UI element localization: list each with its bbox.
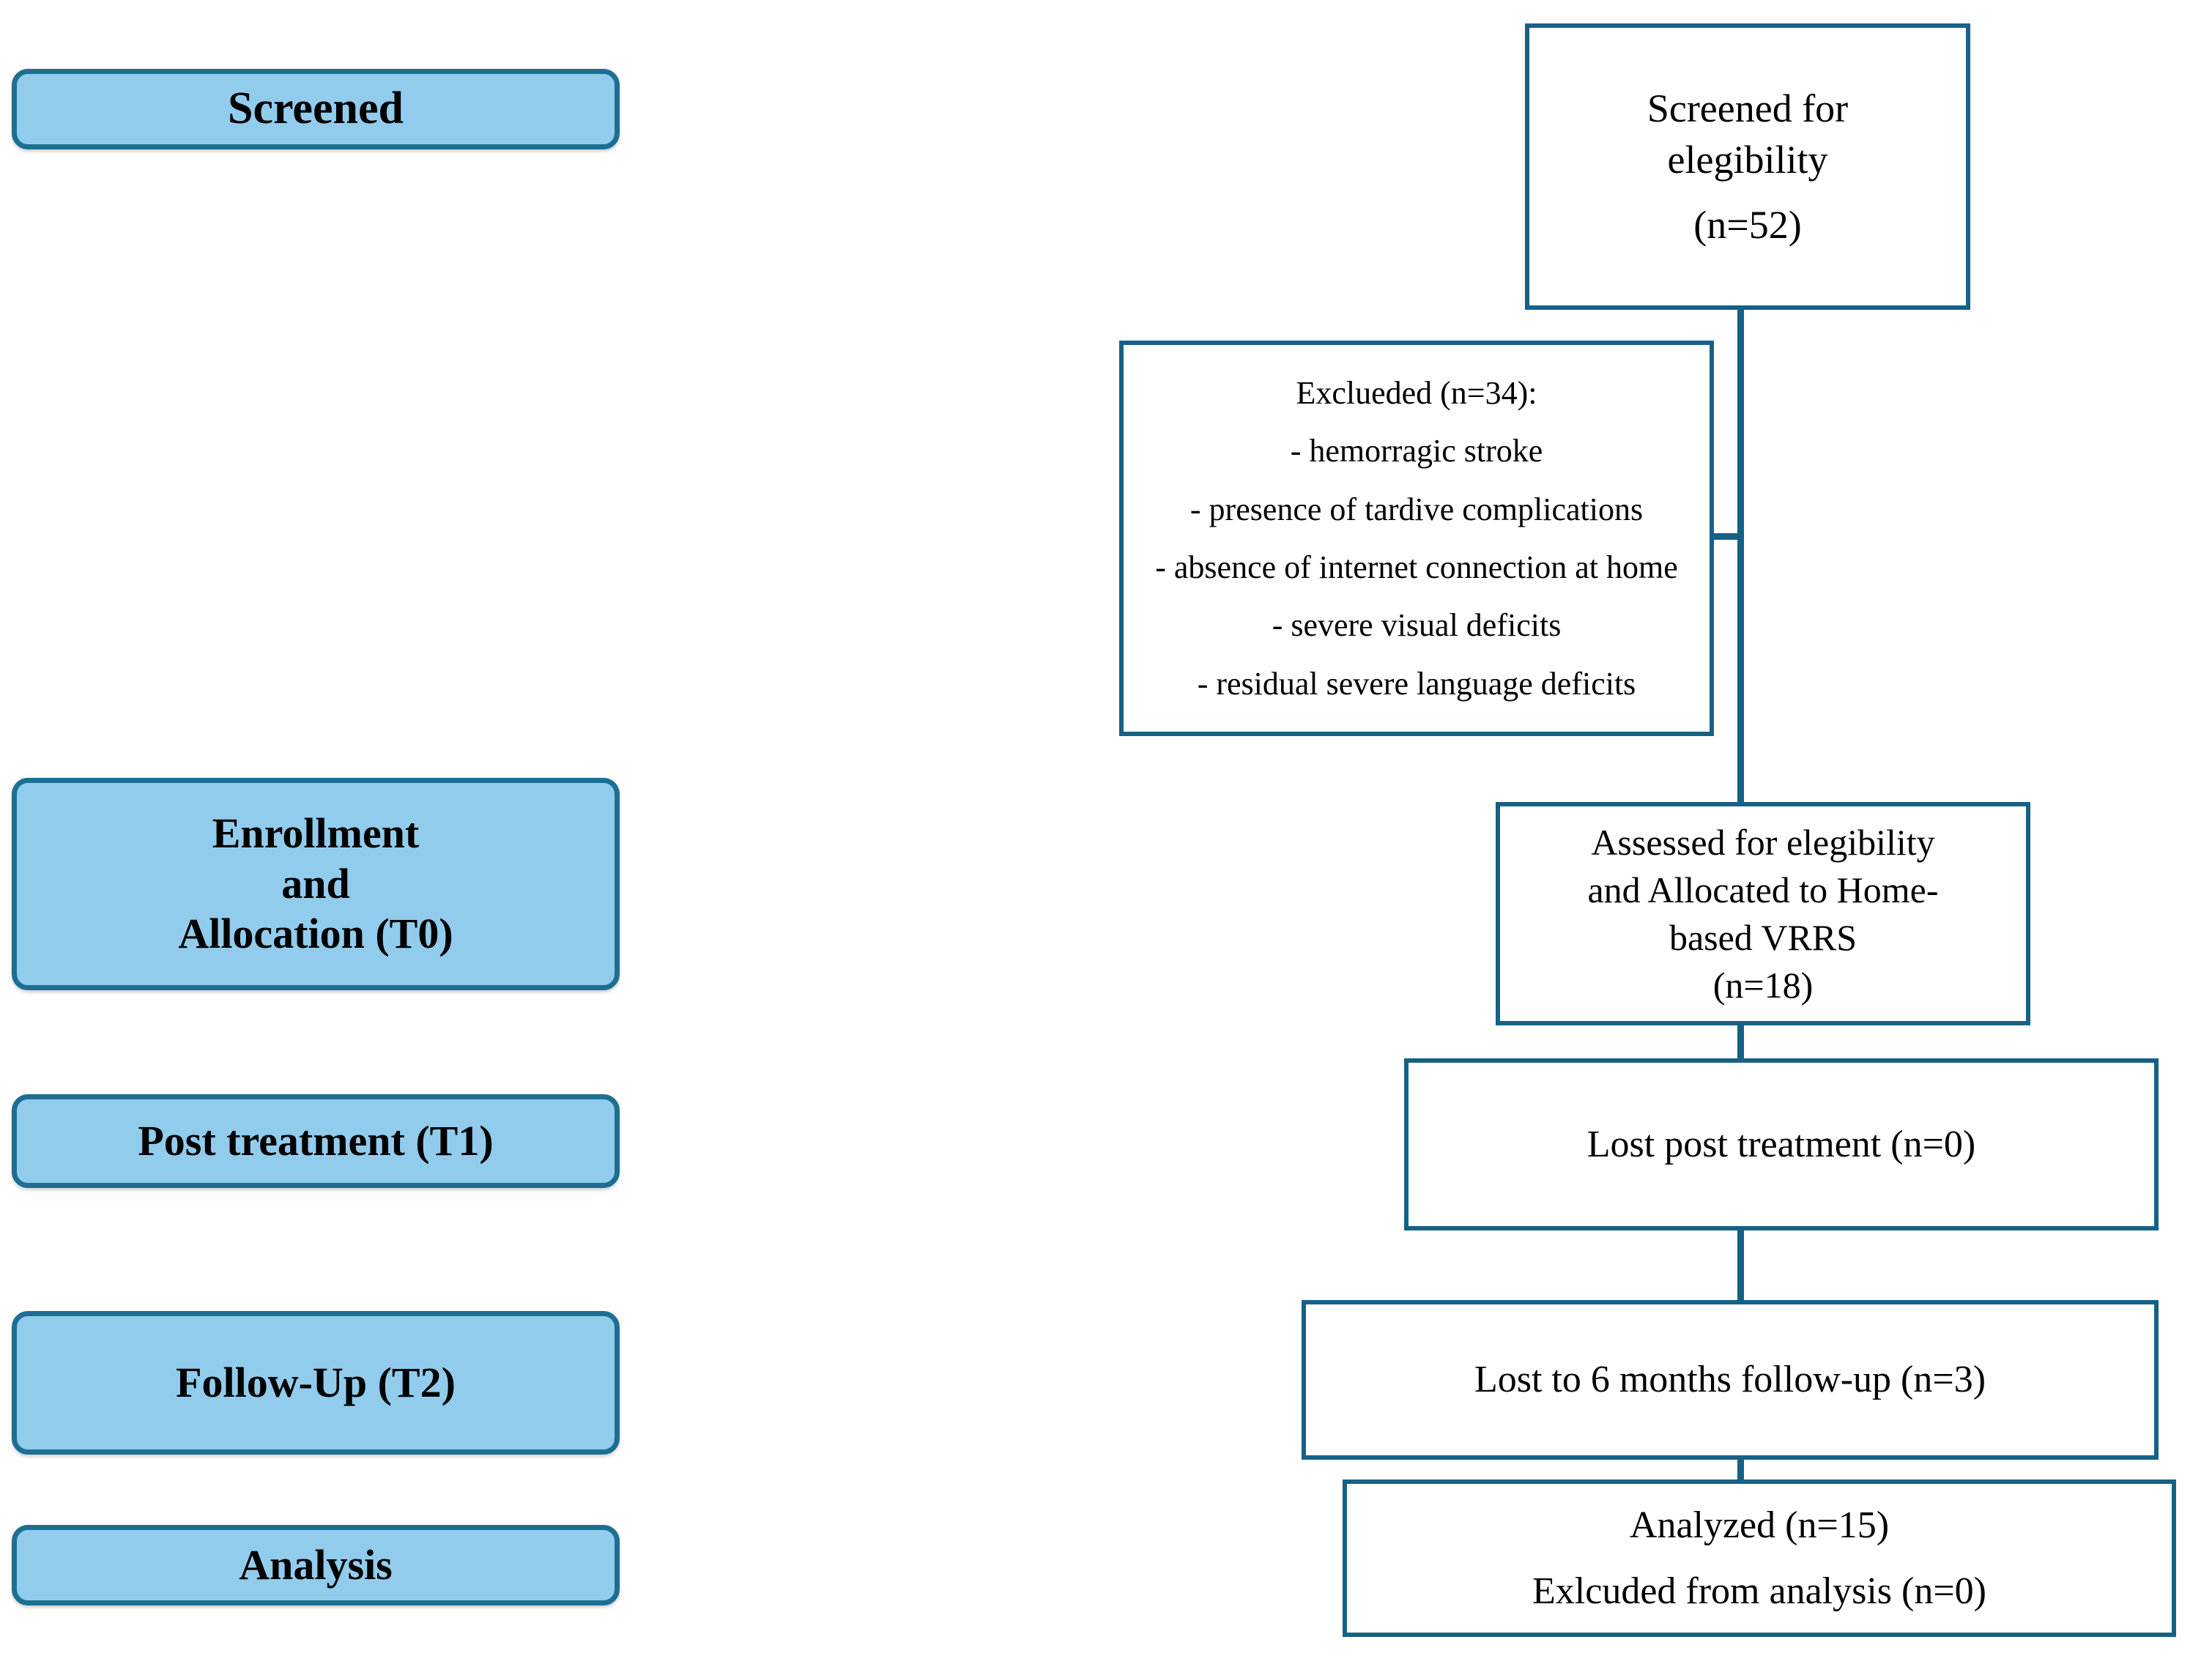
stage-label-follow-up-text: Follow-Up (T2) bbox=[176, 1358, 456, 1406]
box-screened-count: (n=52) bbox=[1693, 202, 1802, 247]
stage-label-enrollment: Enrollment and Allocation (T0) bbox=[12, 778, 620, 990]
box-analyzed-count: Analyzed (n=15) bbox=[1629, 1504, 1890, 1546]
box-lost-to-followup-text: Lost to 6 months follow-up (n=3) bbox=[1474, 1359, 1986, 1401]
stage-label-enrollment-line1: Enrollment bbox=[212, 809, 420, 858]
stage-label-screened: Screened bbox=[12, 69, 620, 149]
box-lost-post-treatment: Lost post treatment (n=0) bbox=[1404, 1058, 2159, 1230]
box-allocated-line1: Assessed for elegibility bbox=[1591, 821, 1935, 863]
stage-label-enrollment-line3: Allocation (T0) bbox=[178, 910, 453, 958]
box-analyzed: Analyzed (n=15) Exlcuded from analysis (… bbox=[1343, 1479, 2176, 1637]
connector-screened-to-allocated bbox=[1737, 304, 1744, 809]
stage-label-follow-up: Follow-Up (T2) bbox=[12, 1311, 620, 1455]
connector-followup-to-analyzed bbox=[1737, 1456, 1744, 1485]
stage-label-post-treatment-text: Post treatment (T1) bbox=[138, 1116, 494, 1165]
box-excluded-item-3: - absence of internet connection at home bbox=[1155, 549, 1678, 585]
box-lost-to-followup: Lost to 6 months follow-up (n=3) bbox=[1302, 1300, 2159, 1460]
box-screened-for-eligibility: Screened for elegibility (n=52) bbox=[1525, 23, 1970, 310]
connector-allocated-to-lost-post bbox=[1737, 1022, 1744, 1063]
box-excluded: Exclueded (n=34): - hemorragic stroke - … bbox=[1119, 341, 1714, 736]
box-excluded-title: Exclueded (n=34): bbox=[1296, 375, 1537, 412]
stage-label-enrollment-line2: and bbox=[281, 859, 350, 907]
box-allocated-line3: based VRRS bbox=[1669, 916, 1857, 958]
connector-lost-post-to-followup bbox=[1737, 1226, 1744, 1305]
box-excluded-item-4: - severe visual deficits bbox=[1272, 607, 1562, 644]
stage-label-screened-text: Screened bbox=[228, 83, 404, 134]
stage-label-post-treatment: Post treatment (T1) bbox=[12, 1094, 620, 1188]
box-excluded-item-5: - residual severe language deficits bbox=[1197, 665, 1636, 702]
stage-label-analysis-text: Analysis bbox=[239, 1540, 393, 1589]
box-screened-line2: elegibility bbox=[1667, 138, 1828, 182]
box-excluded-item-2: - presence of tardive complications bbox=[1189, 491, 1644, 527]
stage-label-analysis: Analysis bbox=[12, 1525, 620, 1605]
box-screened-line1: Screened for bbox=[1647, 86, 1849, 131]
box-allocated-line2: and Allocated to Home- bbox=[1587, 869, 1939, 910]
box-excluded-item-1: - hemorragic stroke bbox=[1290, 433, 1543, 469]
box-assessed-allocated: Assessed for elegibility and Allocated t… bbox=[1496, 802, 2030, 1025]
box-allocated-count: (n=18) bbox=[1712, 964, 1814, 1006]
box-analyzed-excluded: Exlcuded from analysis (n=0) bbox=[1532, 1570, 1986, 1612]
connector-excluded-stub bbox=[1710, 533, 1742, 540]
box-lost-post-treatment-text: Lost post treatment (n=0) bbox=[1586, 1123, 1976, 1165]
